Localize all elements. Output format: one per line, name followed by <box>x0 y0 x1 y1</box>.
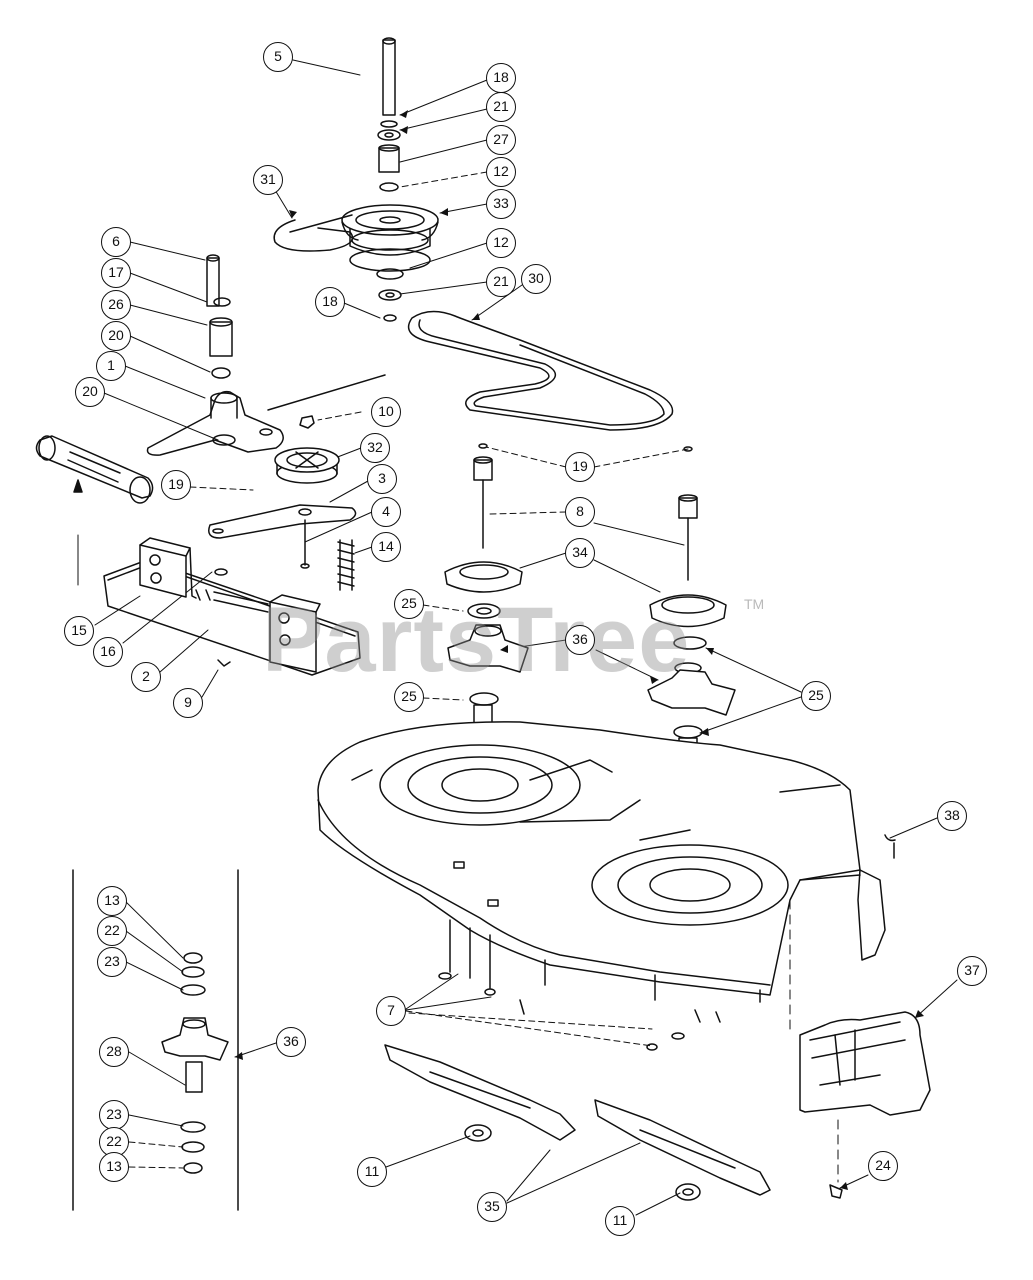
callout-6: 6 <box>101 227 131 257</box>
callout-35: 35 <box>477 1192 507 1222</box>
callout-15: 15 <box>64 616 94 646</box>
callout-16: 16 <box>93 637 123 667</box>
spring-14 <box>337 539 355 591</box>
drive-belt-30 <box>407 310 674 431</box>
idler-arm-stack <box>146 254 386 456</box>
callout-7: 7 <box>376 996 406 1026</box>
callout-18: 18 <box>486 63 516 93</box>
callout-13: 13 <box>99 1152 129 1182</box>
callout-12: 12 <box>486 157 516 187</box>
callout-11: 11 <box>605 1206 635 1236</box>
callout-21: 21 <box>486 92 516 122</box>
blade-right <box>594 1099 771 1201</box>
callout-8: 8 <box>565 497 595 527</box>
pin-38 <box>884 834 896 859</box>
bolt-24 <box>829 1184 843 1199</box>
callout-31: 31 <box>253 165 283 195</box>
callout-10: 10 <box>371 397 401 427</box>
callout-23: 23 <box>97 947 127 977</box>
callout-19: 19 <box>161 470 191 500</box>
callout-3: 3 <box>367 464 397 494</box>
blade-left <box>384 1044 576 1142</box>
callout-4: 4 <box>371 497 401 527</box>
callout-25: 25 <box>801 681 831 711</box>
watermark-brand: PartsTree <box>262 589 691 691</box>
callout-2: 2 <box>131 662 161 692</box>
callout-25: 25 <box>394 682 424 712</box>
callout-37: 37 <box>957 956 987 986</box>
spindle-inset <box>72 869 239 1211</box>
callout-13: 13 <box>97 886 127 916</box>
callout-30: 30 <box>521 264 551 294</box>
callout-22: 22 <box>97 916 127 946</box>
callout-36: 36 <box>276 1027 306 1057</box>
callout-25: 25 <box>394 589 424 619</box>
callout-26: 26 <box>101 290 131 320</box>
spindle-stack-right <box>647 446 736 889</box>
callout-32: 32 <box>360 433 390 463</box>
callout-38: 38 <box>937 801 967 831</box>
spindle-stack-left <box>444 443 529 856</box>
callout-1: 1 <box>96 351 126 381</box>
callout-12: 12 <box>486 228 516 258</box>
pulley-33 <box>341 204 439 322</box>
mower-deck <box>317 721 886 1051</box>
callout-28: 28 <box>99 1037 129 1067</box>
callout-21: 21 <box>486 267 516 297</box>
callout-33: 33 <box>486 189 516 219</box>
chute-37 <box>799 1011 931 1116</box>
partstree-watermark: PartsTree <box>262 588 690 693</box>
trademark-symbol: TM <box>744 596 765 612</box>
callout-36: 36 <box>565 625 595 655</box>
roller-part <box>35 435 154 504</box>
small-belt-31 <box>273 214 354 252</box>
callout-34: 34 <box>565 538 595 568</box>
callout-9: 9 <box>173 688 203 718</box>
callout-24: 24 <box>868 1151 898 1181</box>
callout-23: 23 <box>99 1100 129 1130</box>
callout-27: 27 <box>486 125 516 155</box>
top-idler-stack <box>377 37 401 192</box>
callout-14: 14 <box>371 532 401 562</box>
callout-18: 18 <box>315 287 345 317</box>
callout-11: 11 <box>357 1157 387 1187</box>
callout-20: 20 <box>75 377 105 407</box>
arrowheads <box>235 110 924 1190</box>
callout-17: 17 <box>101 258 131 288</box>
idler-pulley-32 <box>208 415 357 569</box>
mounting-bracket <box>103 537 361 676</box>
callout-5: 5 <box>263 42 293 72</box>
callout-19: 19 <box>565 452 595 482</box>
callout-20: 20 <box>101 321 131 351</box>
leader-lines <box>77 59 958 1216</box>
